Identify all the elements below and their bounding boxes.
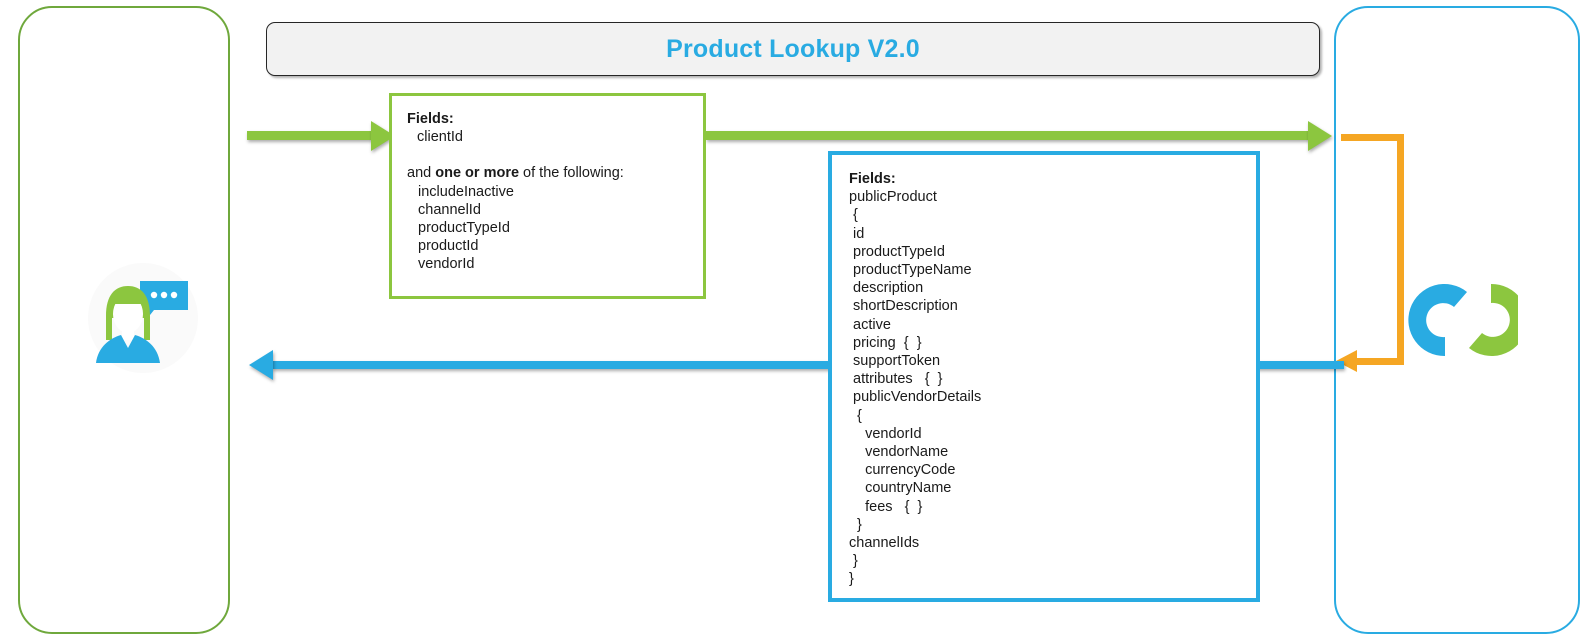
response-line-to-client (272, 361, 1344, 369)
service-logo-icon (1396, 278, 1528, 362)
response-field-line-17: fees { } (849, 498, 923, 515)
response-field-line-19: channelIds (849, 535, 920, 552)
request-line-box-to-service (706, 131, 1309, 140)
client-user-icon (84, 262, 202, 374)
request-optional-note-suffix: of the following: (519, 165, 624, 182)
interlocking-rings-logo-icon (1408, 283, 1528, 357)
response-fields-box: Fields: publicProduct { id productTypeId… (828, 151, 1260, 602)
service-lane (1334, 6, 1580, 634)
response-field-line-21: } (849, 571, 854, 588)
request-optional-note: and one or more of the following: (407, 164, 703, 182)
response-field-line-20: } (849, 553, 858, 570)
request-optional-note-bold: one or more (435, 165, 520, 182)
response-field-line-14: vendorName (849, 444, 949, 461)
request-fields-box: Fields: clientId and one or more of the … (389, 93, 706, 299)
response-field-line-12: { (849, 407, 862, 424)
request-field-list: Fields: clientId and one or more of the … (407, 110, 703, 274)
request-optional-note-prefix: and (407, 165, 436, 182)
request-required-field-0: clientId (417, 129, 463, 146)
request-optional-field-0: includeInactive (418, 183, 514, 200)
request-arrowhead-into-service (1308, 121, 1332, 151)
internal-loop-right-segment (1397, 134, 1404, 365)
request-line-client-to-box (247, 131, 372, 140)
request-optional-field-1: channelId (418, 201, 481, 218)
response-field-line-0: publicProduct (849, 189, 937, 206)
response-field-line-16: countryName (849, 480, 952, 497)
internal-loop-top-segment (1341, 134, 1404, 141)
response-field-list: Fields: publicProduct { id productTypeId… (849, 170, 1256, 589)
request-optional-field-2: productTypeId (418, 220, 510, 237)
request-spacer (407, 146, 703, 164)
response-arrowhead-into-client (249, 350, 273, 380)
user-with-speech-bubble-icon (88, 263, 198, 373)
response-field-line-6: shortDescription (849, 298, 958, 315)
response-field-line-9: supportToken (849, 353, 941, 370)
response-field-line-5: description (849, 280, 924, 297)
response-field-line-13: vendorId (849, 425, 922, 442)
response-field-line-8: pricing { } (849, 334, 922, 351)
request-optional-field-3: productId (418, 238, 479, 255)
response-field-line-1: { (849, 207, 858, 224)
diagram-title-bar: Product Lookup V2.0 (266, 22, 1320, 76)
page-title: Product Lookup V2.0 (666, 34, 920, 63)
response-field-line-4: productTypeName (849, 262, 972, 279)
internal-loop-bottom-segment (1356, 358, 1404, 365)
response-field-line-18: } (849, 516, 862, 533)
response-heading: Fields: (849, 171, 896, 187)
response-field-line-10: attributes { } (849, 371, 943, 388)
response-field-line-3: productTypeId (849, 243, 945, 260)
response-field-line-7: active (849, 316, 891, 333)
response-field-line-11: publicVendorDetails (849, 389, 982, 406)
response-field-line-15: currencyCode (849, 462, 956, 479)
response-field-line-2: id (849, 225, 865, 242)
request-optional-field-4: vendorId (418, 256, 475, 273)
request-heading: Fields: (407, 111, 454, 127)
